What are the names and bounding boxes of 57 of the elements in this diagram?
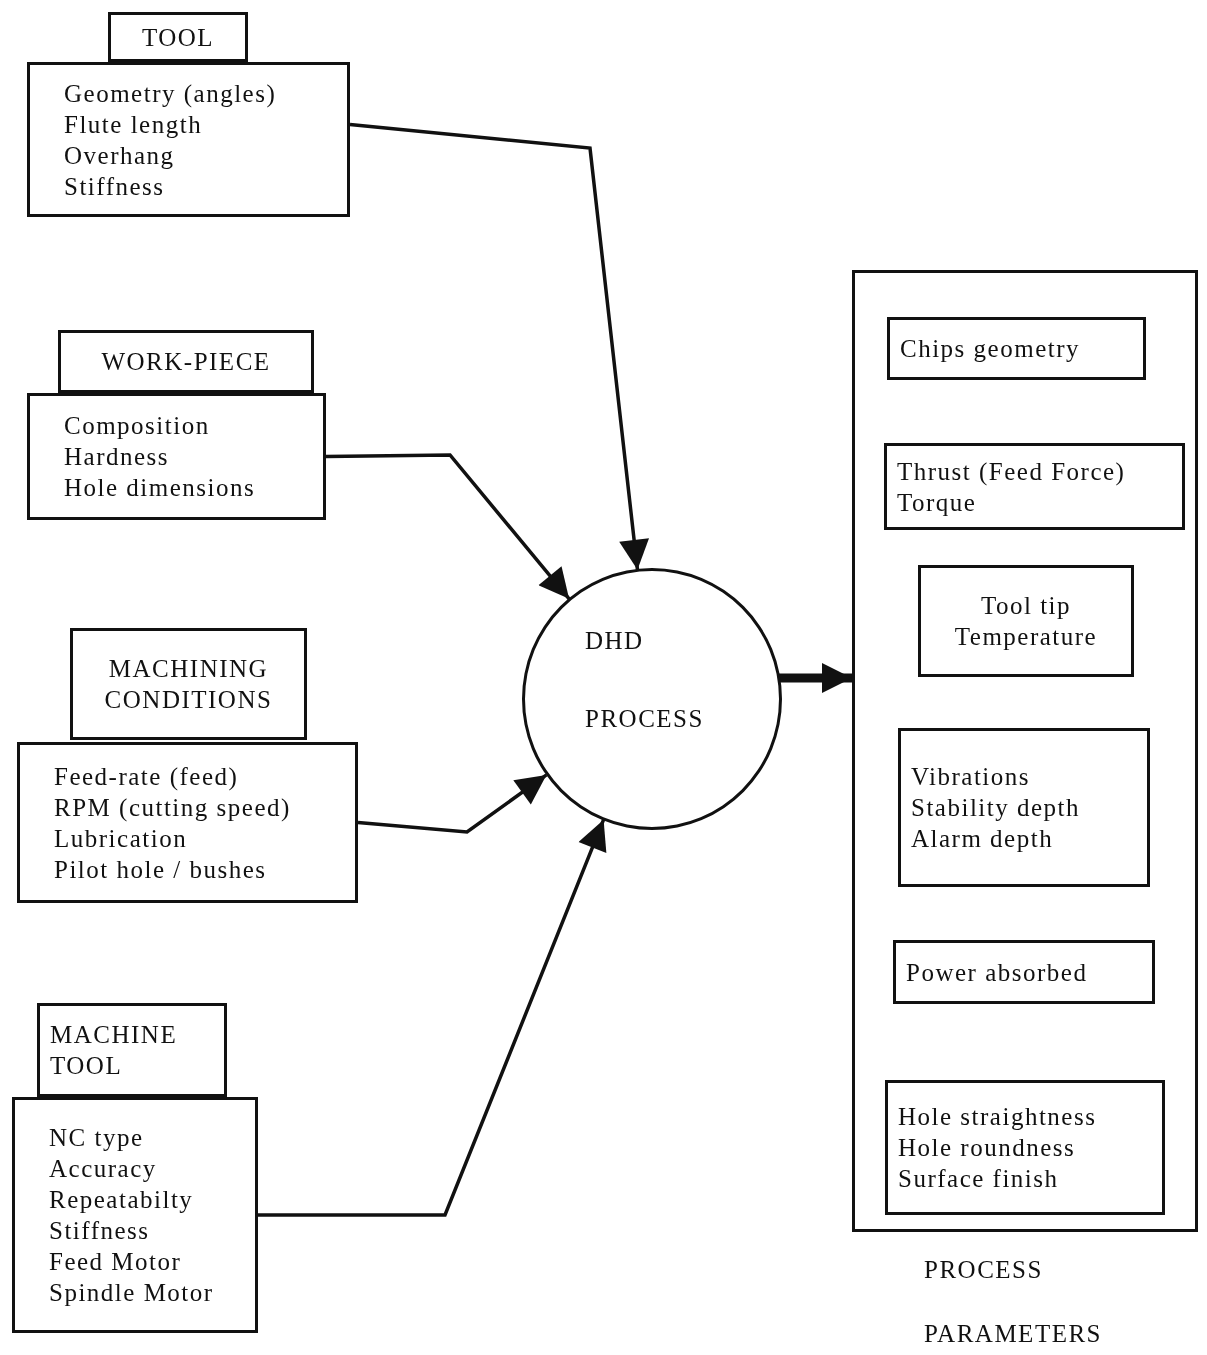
parameter-text: Chips geometry (900, 334, 1081, 364)
group-heading: WORK-PIECE (101, 347, 271, 377)
parameter-text: Stiffness (49, 1216, 151, 1246)
parameter-text: Torque (897, 487, 978, 518)
group-heading-box (70, 628, 307, 740)
factor-list-box (27, 62, 350, 217)
parameter-text: Hole straightness (898, 1102, 1098, 1132)
parameter-text: Tool tip (980, 591, 1072, 621)
parameter-box (898, 728, 1150, 887)
arrow (349, 122, 649, 570)
parameter-text: Hole dimensions (64, 473, 257, 503)
group-heading: MACHINE TOOL (50, 1020, 179, 1081)
group-heading: TOOL (141, 22, 215, 53)
group-heading-box (58, 330, 314, 393)
group-heading: MACHINING CONDITIONS (103, 654, 274, 715)
parameter-text: Hardness (64, 442, 171, 472)
panel-caption: PROCESS (924, 1256, 1043, 1284)
parameter-box (887, 317, 1146, 380)
group-heading-box (37, 1003, 227, 1097)
parameter-text: Lubrication (54, 823, 189, 854)
parameter-text: Stability depth (911, 793, 1082, 823)
parameter-text: Vibrations (911, 762, 1032, 792)
parameter-text: Thrust (Feed Force) (897, 456, 1127, 487)
arrow (258, 819, 607, 1217)
parameter-text: Repeatabilty (49, 1185, 195, 1215)
arrow (778, 663, 852, 693)
parameter-text: Hole roundness (898, 1133, 1077, 1163)
parameter-box (885, 1080, 1165, 1215)
panel-caption: PARAMETERS (924, 1320, 1102, 1348)
parameter-text: Surface finish (898, 1164, 1060, 1194)
parameter-text: Pilot hole / bushes (54, 854, 268, 885)
parameter-box (893, 940, 1155, 1004)
parameter-text: RPM (cutting speed) (54, 792, 292, 823)
parameter-text: Feed Motor (49, 1247, 183, 1277)
factor-list-box (12, 1097, 258, 1333)
parameter-text: Power absorbed (906, 957, 1089, 988)
parameter-text: Spindle Motor (49, 1278, 215, 1308)
parameter-text: Accuracy (49, 1154, 158, 1184)
parameter-text: Temperature (954, 622, 1098, 652)
factor-list-box (17, 742, 358, 903)
process-label: DHD (585, 625, 644, 656)
arrow (357, 773, 548, 834)
process-label: PROCESS (585, 703, 704, 734)
parameter-text: Flute length (64, 109, 204, 140)
parameter-text: Stiffness (64, 171, 166, 202)
parameter-text: Alarm depth (911, 824, 1055, 854)
parameter-text: Composition (64, 411, 211, 441)
parameter-text: Feed-rate (feed) (54, 761, 240, 792)
group-heading-box (108, 12, 248, 62)
factor-list-box (27, 393, 326, 520)
parameter-text: Geometry (angles) (64, 78, 278, 109)
parameter-text: NC type (49, 1123, 145, 1153)
parameter-box (918, 565, 1134, 677)
arrow (325, 453, 571, 600)
parameter-box (884, 443, 1185, 530)
parameter-text: Overhang (64, 140, 176, 171)
parameters-panel (852, 270, 1198, 1232)
